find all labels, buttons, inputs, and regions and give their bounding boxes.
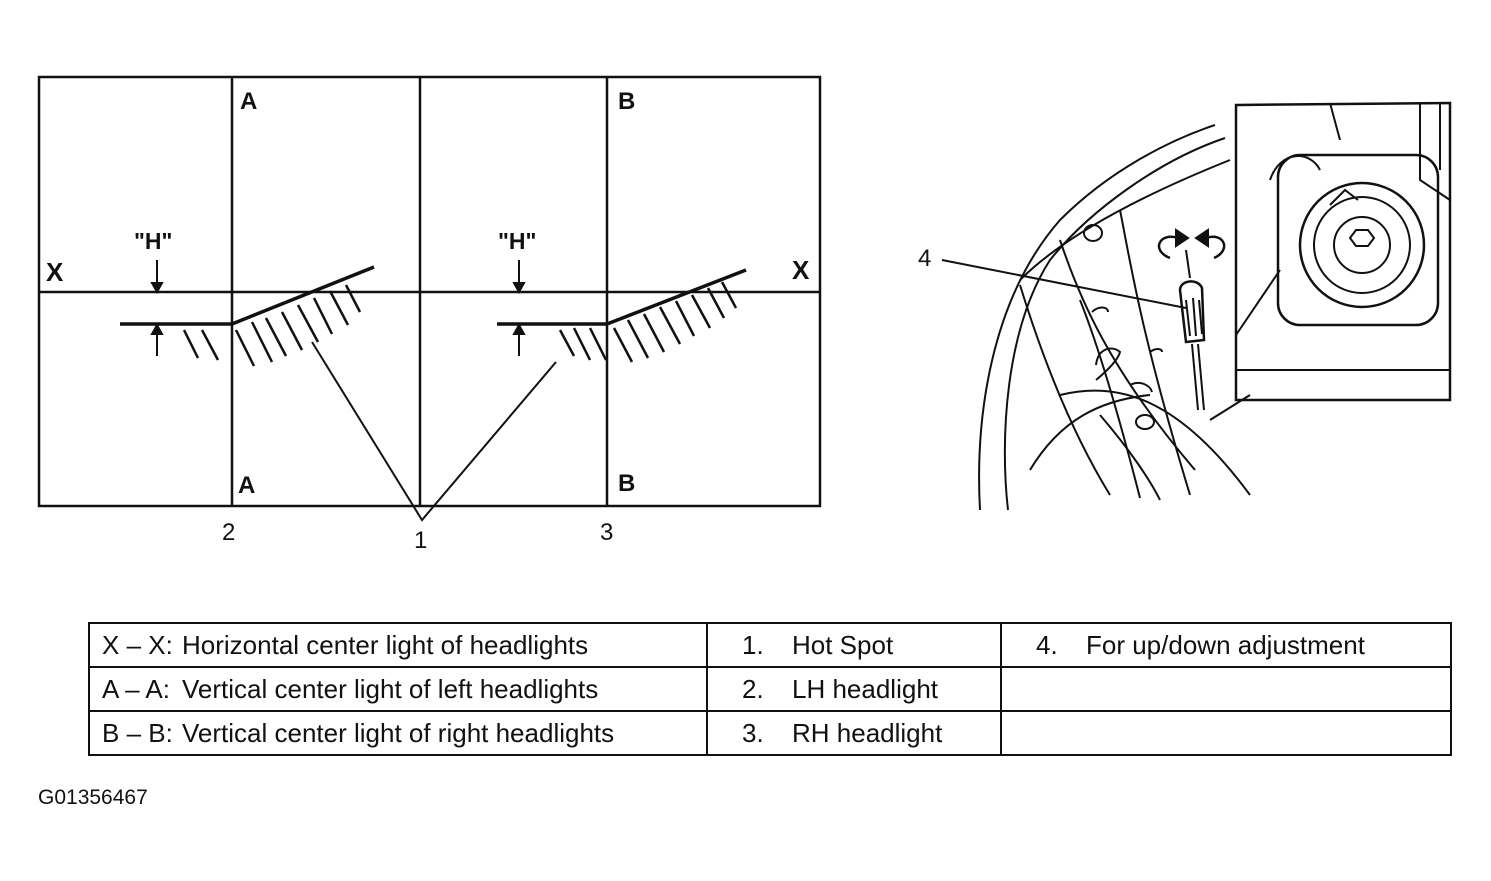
legend-row: X – X: Horizontal center light of headlig… [88, 622, 1452, 668]
legend-cell: X – X: Horizontal center light of headlig… [88, 622, 708, 668]
legend-cell: B – B: Vertical center light of right hea… [88, 710, 708, 756]
label-a-top: A [240, 88, 257, 115]
figure-code: G01356467 [38, 786, 148, 809]
lh-beam-hatching [182, 284, 362, 367]
legend-key: B – B: [102, 717, 173, 748]
label-h-left: "H" [134, 228, 172, 254]
callout-1: 1 [414, 527, 427, 554]
legend-key: X – X: [102, 629, 173, 660]
legend-text: RH headlight [792, 717, 943, 748]
callout-3: 3 [600, 519, 613, 546]
legend-cell: 2. LH headlight [706, 666, 1002, 712]
hot-spot-leader [311, 341, 557, 522]
legend-text: Vertical center light of left headlights [182, 673, 599, 704]
label-x-right: X [792, 255, 810, 285]
legend-number: 2. [742, 673, 764, 704]
legend-text: Hot Spot [792, 629, 894, 660]
rotation-arrows-icon [1157, 228, 1226, 279]
aiming-screen [37, 75, 822, 522]
lh-beam-cutoff [120, 265, 375, 326]
legend-cell: A – A: Vertical center light of left head… [88, 666, 708, 712]
rh-beam-hatching [558, 281, 738, 363]
screwdriver-tool [1178, 280, 1206, 411]
legend-number: 1. [742, 629, 764, 660]
callout-2: 2 [222, 519, 235, 546]
legend-number: 3. [742, 717, 764, 748]
label-a-bottom: A [238, 472, 255, 499]
label-h-right: "H" [498, 228, 536, 254]
legend-row: B – B: Vertical center light of right hea… [88, 710, 1452, 756]
legend-text: Vertical center light of right headlight… [182, 717, 615, 748]
legend-text: LH headlight [792, 673, 938, 704]
h-dimension-right [512, 260, 526, 356]
legend-cell: 1. Hot Spot [706, 622, 1002, 668]
legend-cell-empty [1000, 666, 1452, 712]
legend-table: X – X: Horizontal center light of headlig… [88, 622, 1452, 756]
legend-number: 4. [1036, 629, 1058, 660]
label-b-bottom: B [618, 470, 635, 497]
rh-beam-cutoff [497, 268, 747, 326]
headlight-adjustment-illustration [941, 101, 1452, 511]
h-dimension-left [150, 260, 164, 356]
legend-cell: 3. RH headlight [706, 710, 1002, 756]
legend-row: A – A: Vertical center light of left head… [88, 666, 1452, 712]
legend-key: A – A: [102, 673, 170, 704]
legend-text: Horizontal center light of headlights [182, 629, 589, 660]
callout-4-leader [941, 259, 1187, 309]
label-x-left: X [46, 257, 64, 287]
callout-4: 4 [918, 245, 931, 272]
legend-cell-empty [1000, 710, 1452, 756]
legend-text: For up/down adjustment [1086, 629, 1365, 660]
legend-cell: 4. For up/down adjustment [1000, 622, 1452, 668]
label-b-top: B [618, 88, 635, 115]
